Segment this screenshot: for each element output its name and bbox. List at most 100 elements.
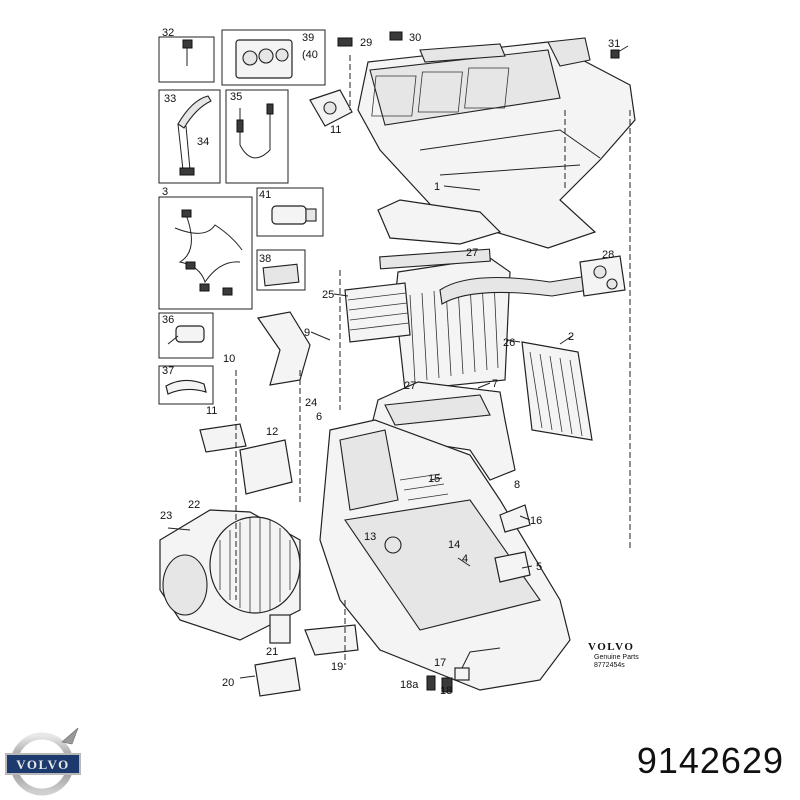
stamp-line2: 8772454s <box>594 662 625 669</box>
heater-core <box>521 341 593 441</box>
bracket-top <box>377 199 502 245</box>
callout-11-mid: 11 <box>206 405 217 417</box>
callout-14: 14 <box>448 539 460 551</box>
callout-1: 1 <box>434 181 440 193</box>
part-21-clip <box>269 614 291 644</box>
inset-38-label <box>262 263 300 287</box>
callout-17: 17 <box>434 657 446 669</box>
blower-motor <box>159 509 301 641</box>
inset-36-switch <box>167 325 205 345</box>
part-28-flange <box>579 255 626 297</box>
part-11-actuator-mid <box>199 423 247 453</box>
inset-box-37 <box>158 365 214 405</box>
callout-13: 13 <box>364 531 376 543</box>
part-number: 9142629 <box>636 740 784 781</box>
callout-26: 26 <box>503 337 515 349</box>
callout-10: 10 <box>223 353 235 365</box>
inset-35-cable <box>236 103 274 159</box>
volvo-logo-icon: VOLVO <box>5 727 81 796</box>
part-16-lever <box>499 504 531 533</box>
stamp-brand: VOLVO <box>588 641 634 653</box>
inset-box-39-40 <box>221 29 326 86</box>
leader-lines <box>239 45 629 679</box>
inset-3-wiring-harness <box>174 209 243 296</box>
part-23-screw <box>167 527 191 531</box>
evaporator-core <box>394 257 601 391</box>
callout-3: 3 <box>162 186 168 198</box>
seal-27-top <box>379 248 491 270</box>
callout-25: 25 <box>322 289 334 301</box>
callout-24: 24 <box>305 397 317 409</box>
callout-34: 34 <box>197 136 209 148</box>
svg-text:VOLVO: VOLVO <box>16 757 69 772</box>
callout-6: 6 <box>316 411 322 423</box>
callout-5: 5 <box>536 561 542 573</box>
stamp-line1: Genuine Parts <box>594 654 639 661</box>
callout-40: (40 <box>302 49 318 61</box>
callout-21: 21 <box>266 646 278 658</box>
callout-18: 18 <box>440 685 452 697</box>
callout-38: 38 <box>259 253 271 265</box>
inset-box-38 <box>256 249 306 291</box>
assembly-lines <box>235 55 631 665</box>
part-31-screw <box>610 49 620 59</box>
inset-boxes <box>158 29 326 405</box>
inset-32-screw <box>182 39 193 66</box>
part-12-actuator <box>239 439 293 495</box>
callout-31: 31 <box>608 38 620 50</box>
callout-33: 33 <box>164 93 176 105</box>
callout-labels: 32 39 (40 29 30 31 33 34 35 11 1 3 41 38… <box>160 27 620 697</box>
inset-box-32 <box>158 36 215 83</box>
middle-housing <box>369 381 516 481</box>
callout-19: 19 <box>331 661 343 673</box>
callout-22: 22 <box>188 499 200 511</box>
callout-8: 8 <box>514 479 520 491</box>
part-11-actuator-top <box>309 89 353 127</box>
callout-4: 4 <box>462 553 468 565</box>
callout-36: 36 <box>162 314 174 326</box>
callout-2: 2 <box>568 331 574 343</box>
inset-39-control-panel <box>235 39 293 79</box>
callout-35: 35 <box>230 91 242 103</box>
inset-33-hose <box>177 95 212 176</box>
inset-box-33-34 <box>158 89 221 184</box>
callout-27-mid: 27 <box>404 380 416 392</box>
callout-20: 20 <box>222 677 234 689</box>
part-25-filter <box>344 282 411 343</box>
inset-41-sensor <box>271 205 317 225</box>
callout-11-top: 11 <box>330 124 341 136</box>
callout-39: 39 <box>302 32 314 44</box>
part-13-gear <box>384 536 402 554</box>
part-19-bracket <box>304 624 359 656</box>
part-29-clip <box>337 37 353 47</box>
callout-30: 30 <box>409 32 421 44</box>
inset-37-clip <box>165 379 207 395</box>
callout-29: 29 <box>360 37 372 49</box>
inset-box-35 <box>225 89 289 184</box>
part-9-bracket <box>256 311 311 386</box>
callout-16: 16 <box>530 515 542 527</box>
part-30-clip <box>389 31 403 41</box>
callout-7: 7 <box>492 378 498 390</box>
inset-box-3 <box>158 196 253 310</box>
callout-9: 9 <box>304 327 310 339</box>
genuine-parts-stamp: VOLVO Genuine Parts 8772454s <box>588 641 639 669</box>
inset-box-36 <box>158 312 214 359</box>
part-18-valve <box>441 677 453 693</box>
upper-housing <box>357 37 636 249</box>
lower-housing <box>319 419 571 691</box>
callout-28: 28 <box>602 249 614 261</box>
inset-box-41 <box>256 187 324 237</box>
part-20-resistor <box>254 657 301 697</box>
part-17-drain <box>454 647 501 681</box>
callout-37: 37 <box>162 365 174 377</box>
callout-23: 23 <box>160 510 172 522</box>
callout-18a: 18a <box>400 679 419 691</box>
part-18a-plug <box>426 675 436 691</box>
callout-15: 15 <box>428 473 440 485</box>
callout-32: 32 <box>162 27 174 39</box>
callout-27-top: 27 <box>466 247 478 259</box>
part-5-cover <box>494 551 531 583</box>
callout-41: 41 <box>259 189 271 201</box>
